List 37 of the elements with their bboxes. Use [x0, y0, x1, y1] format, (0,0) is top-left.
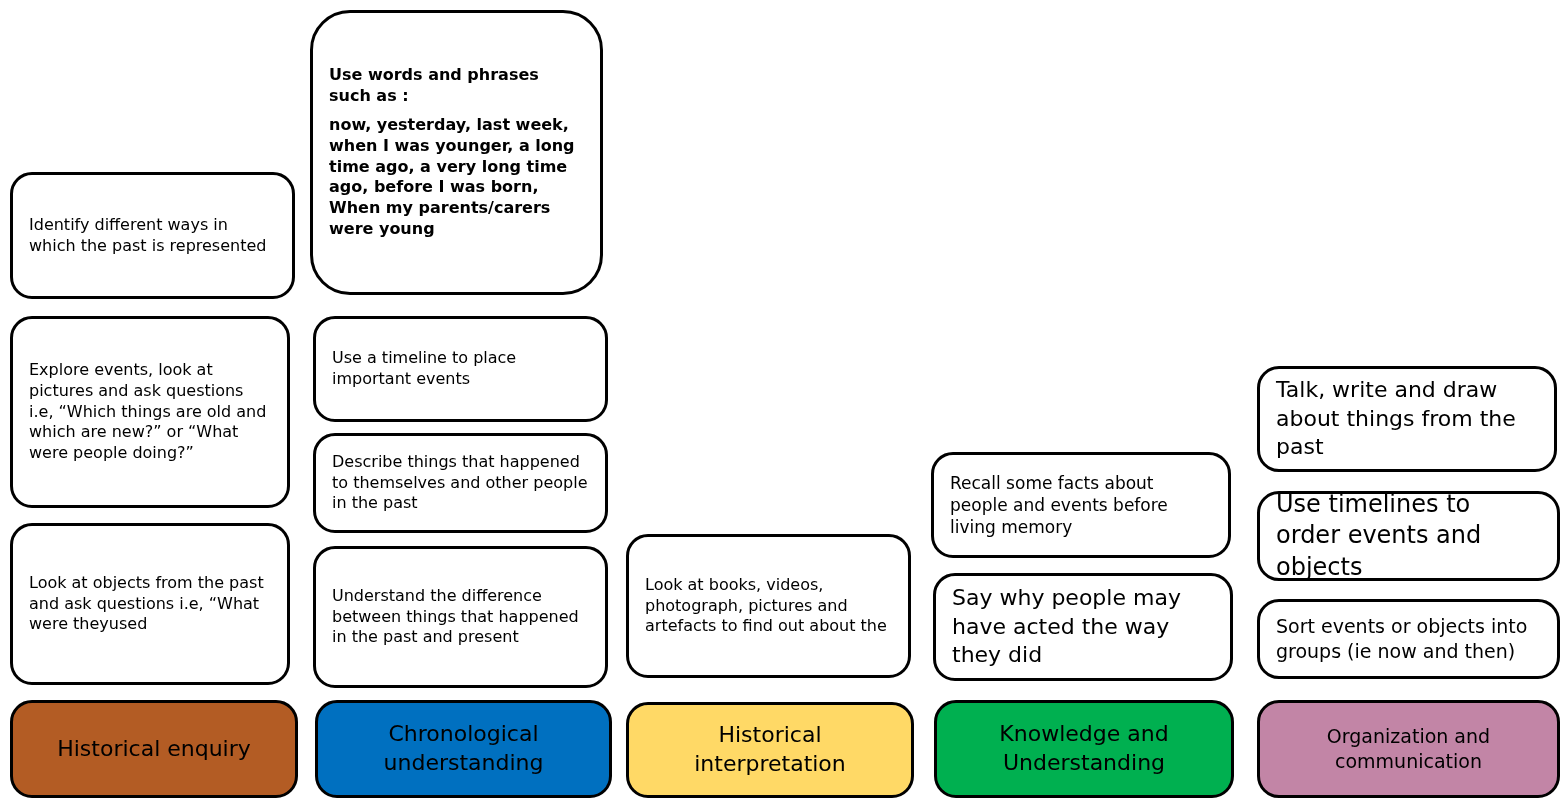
category-title: Historical interpretation [693, 721, 847, 778]
skill-text: Use words and phrases such as : [329, 65, 540, 107]
skill-text: Explore events, look at pictures and ask questions i.e, “Which things are old and which are new?” or “What were people doing?” [29, 360, 268, 464]
skill-text: Say why people may have acted the way they did [952, 584, 1182, 670]
skill-text: Use timelines to order events and objects [1276, 489, 1483, 583]
skill-box [313, 316, 608, 422]
skill-box [10, 316, 290, 508]
category-title: Chronological understanding [382, 720, 545, 777]
skill-text: Look at books, videos, photograph, pictures and artefacts to find out about the [645, 574, 888, 638]
skill-text: Talk, write and draw about things from the past [1276, 376, 1517, 462]
skill-box [1257, 491, 1560, 581]
skill-text: Understand the difference between things that happened in the past and present [332, 585, 580, 649]
skill-text: Describe things that happened to themselves and other people in the past [332, 451, 589, 515]
skill-text: Use a timeline to place important events [332, 348, 518, 390]
skill-text: Look at objects from the past and ask questions i.e, “What were theyused [29, 572, 265, 636]
skill-text: Sort events or objects into groups (ie now and then) [1276, 614, 1529, 664]
skill-box [933, 573, 1233, 681]
category-title: Historical enquiry [56, 734, 252, 763]
skill-box [10, 172, 295, 299]
skill-text: Recall some facts about people and events before living memory [950, 471, 1169, 539]
skill-text: now, yesterday, last week, when I was younger, a long time ago, a very long time ago, before I was born, When my parents/carers were young [329, 114, 576, 240]
category-title: Knowledge and Understanding [998, 720, 1170, 777]
skill-box [931, 452, 1231, 558]
category-title: Organization and communication [1325, 724, 1492, 774]
skill-text: Identify different ways in which the past is represented [29, 214, 268, 257]
skill-box [626, 534, 911, 678]
category-box [315, 700, 612, 798]
skill-box [1257, 366, 1557, 472]
skill-box [10, 523, 290, 685]
skill-box [313, 546, 608, 688]
skill-box [310, 10, 603, 295]
category-box [626, 702, 914, 798]
skill-box [313, 433, 608, 533]
category-box [934, 700, 1234, 798]
category-box [10, 700, 298, 798]
skill-box [1257, 599, 1560, 679]
category-box [1257, 700, 1560, 798]
